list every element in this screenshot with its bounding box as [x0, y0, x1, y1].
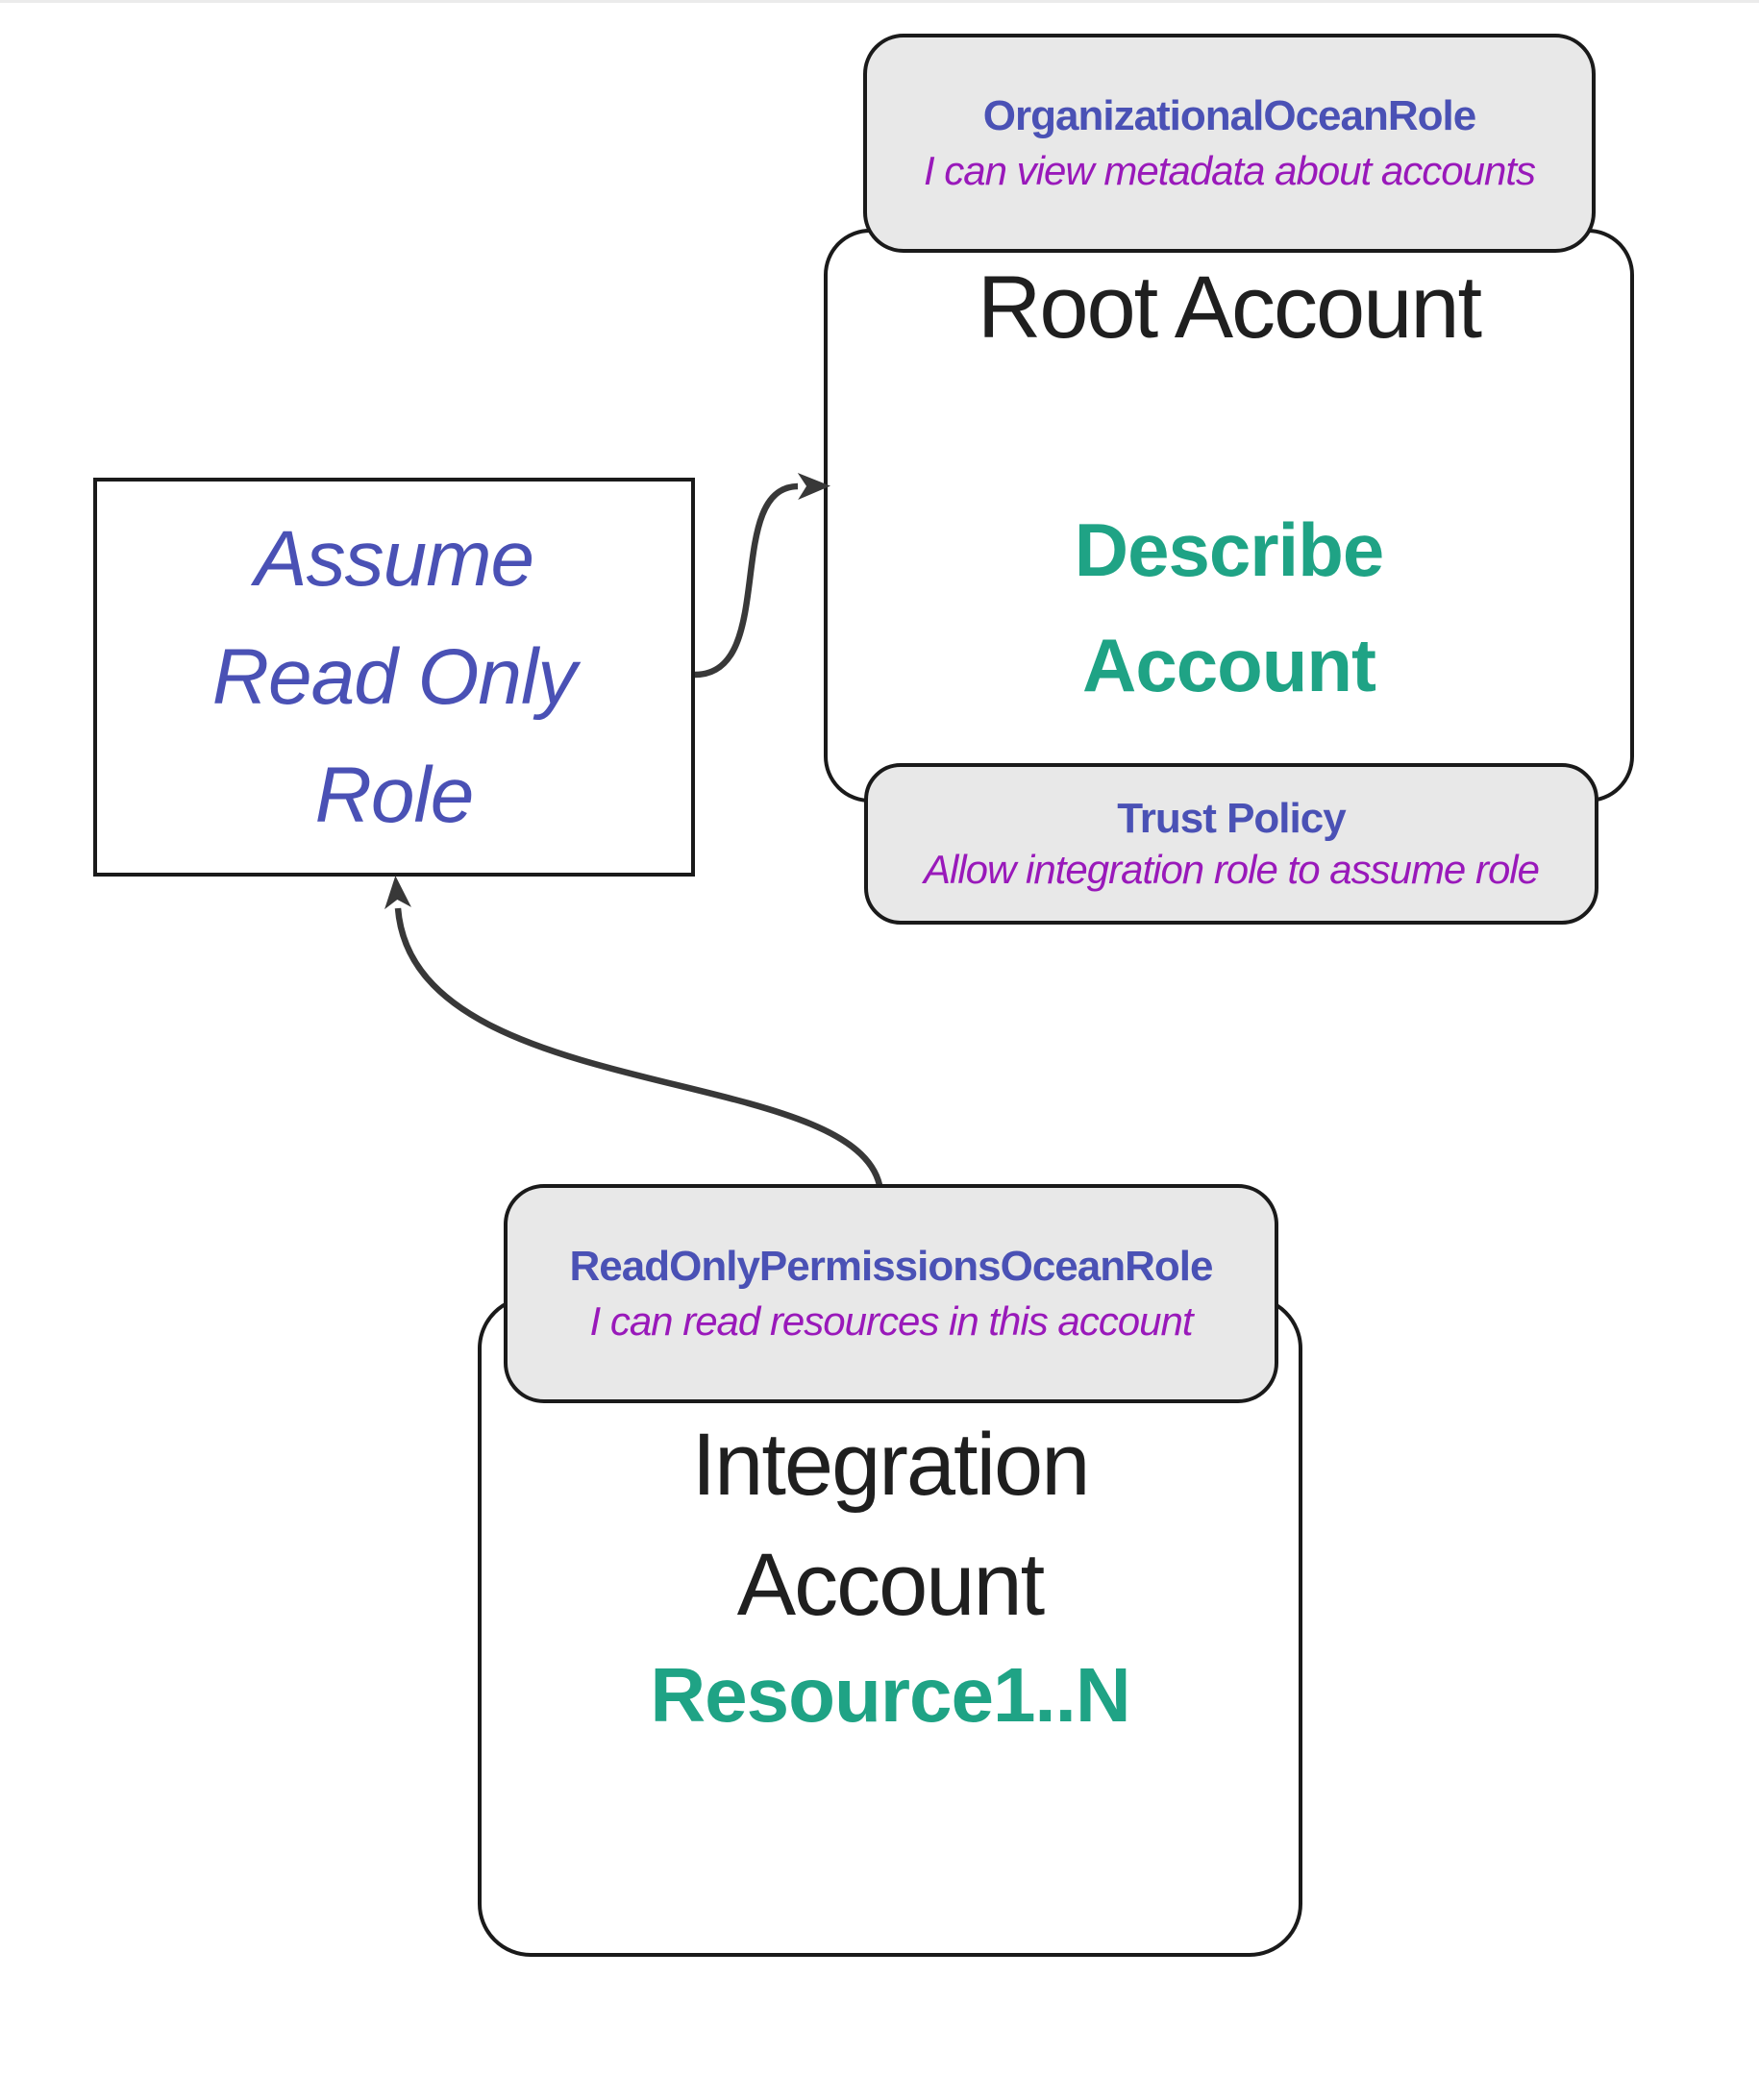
root-account-box [824, 229, 1634, 803]
integration-account-title: Integration Account [478, 1405, 1302, 1645]
read-only-line: Read Only [211, 633, 577, 721]
assume-read-only-role-label: Assume Read Only Role [93, 500, 695, 854]
role-badge-title: OrganizationalOceanRole [982, 91, 1476, 139]
read-only-permissions-role-badge: ReadOnlyPermissionsOceanRole I can read … [504, 1184, 1278, 1403]
assume-read-only-role-box [93, 478, 695, 877]
root-account-title: Root Account [977, 259, 1482, 357]
role-line: Role [314, 752, 475, 839]
role-badge-title: ReadOnlyPermissionsOceanRole [569, 1242, 1214, 1290]
account-line: Account [1082, 623, 1376, 707]
describe-line: Describe [1074, 507, 1385, 592]
top-divider [0, 0, 1759, 3]
connector-assume-to-root [694, 473, 830, 679]
assume-line: Assume [254, 515, 534, 603]
role-badge-subtitle: I can view metadata about accounts [923, 148, 1536, 194]
organizational-ocean-role-badge: OrganizationalOceanRole I can view metad… [863, 34, 1596, 253]
role-badge-subtitle: I can read resources in this account [589, 1298, 1193, 1345]
connector-integration-to-assume [384, 876, 883, 1186]
integration-account-box [478, 1296, 1302, 1957]
resources-label: Resource1..N [650, 1652, 1130, 1738]
account-line: Account [736, 1536, 1045, 1634]
describe-account-label: Describe Account [824, 492, 1634, 723]
integration-line: Integration [691, 1416, 1091, 1514]
trust-policy-title: Trust Policy [1117, 794, 1346, 842]
trust-policy-badge: Trust Policy Allow integration role to a… [864, 763, 1598, 925]
trust-policy-subtitle: Allow integration role to assume role [923, 847, 1540, 893]
